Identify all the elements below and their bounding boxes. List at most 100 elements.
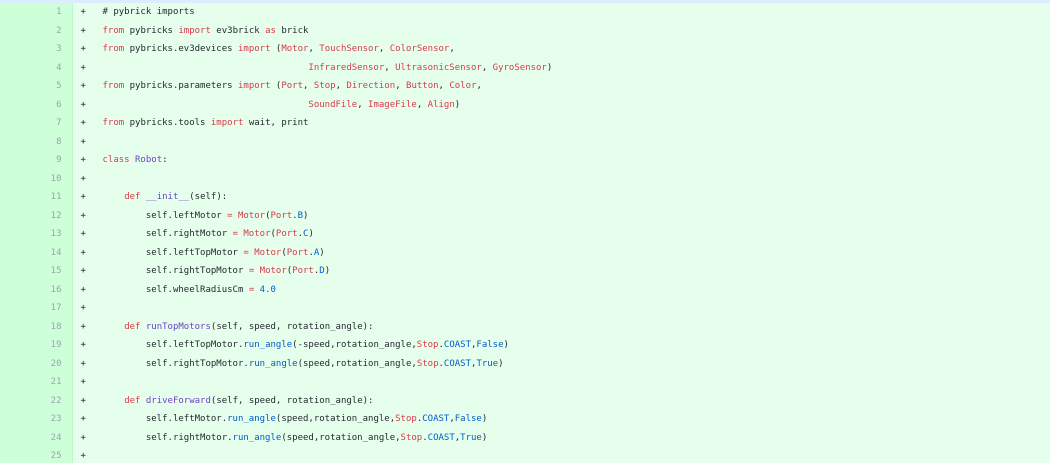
code-token: ,: [481, 62, 493, 73]
diff-line: 11+ def __init__(self):: [0, 188, 1050, 207]
code-token: from: [102, 44, 125, 55]
code-token: ,: [449, 44, 455, 55]
diff-line: 17+: [0, 299, 1050, 318]
code-token: (speed,rotation_angle,: [297, 358, 417, 369]
code-token: run_angle: [227, 414, 276, 425]
code-token: (: [281, 247, 287, 258]
code-token: ): [324, 266, 331, 277]
code-token: A: [313, 247, 320, 258]
line-number[interactable]: 24: [0, 428, 73, 447]
code-token: ): [319, 247, 325, 258]
code-token: (self):: [189, 192, 228, 203]
diff-line: 21+: [0, 373, 1050, 392]
code-token: Port: [281, 81, 304, 92]
code-token: def: [124, 192, 141, 203]
line-number[interactable]: 16: [0, 280, 73, 299]
line-number[interactable]: 1: [0, 3, 73, 22]
code-token: SoundFile: [308, 99, 358, 110]
code-token: Stop: [395, 414, 417, 425]
line-number[interactable]: 18: [0, 317, 73, 336]
addition-marker: +: [80, 247, 86, 258]
code-token: =: [248, 266, 255, 277]
code-token: .: [438, 340, 444, 351]
line-number[interactable]: 5: [0, 77, 73, 96]
code-token: ,: [471, 340, 477, 351]
code-token: ,: [335, 81, 347, 92]
code-token: Button: [406, 81, 439, 92]
line-number[interactable]: 10: [0, 169, 73, 188]
code-token: pybricks: [124, 25, 179, 36]
code-token: # pybrick imports: [102, 7, 195, 18]
code-token: ,: [454, 432, 461, 443]
code-token: ,: [378, 44, 390, 55]
line-number[interactable]: 20: [0, 354, 73, 373]
code-token: self.rightTopMotor: [102, 266, 249, 277]
addition-marker: +: [80, 284, 86, 295]
line-number[interactable]: 19: [0, 336, 73, 355]
diff-line: 2+from pybricks import ev3brick as brick: [0, 21, 1050, 40]
code-token: __init__: [145, 192, 190, 203]
addition-marker: +: [80, 118, 86, 129]
code-token: (: [265, 210, 271, 221]
code-token: GyroSensor: [492, 62, 547, 73]
code-token: .: [297, 229, 304, 240]
diff-body: 1 + # pybrick imports 2+from pybricks impor…: [0, 3, 1050, 463]
line-number[interactable]: 9: [0, 151, 73, 170]
diff-line: 6+ SoundFile, ImageFile, Align): [0, 95, 1050, 114]
code-token: :: [162, 155, 168, 166]
line-number[interactable]: 17: [0, 299, 73, 318]
line-number[interactable]: 23: [0, 410, 73, 429]
line-number[interactable]: 2: [0, 21, 73, 40]
addition-marker: +: [80, 44, 86, 55]
addition-marker: +: [80, 451, 86, 462]
code-token: Stop: [416, 358, 439, 369]
code-line: + self.rightTopMotor = Motor(Port.D): [72, 262, 1050, 281]
code-line: + def __init__(self):: [72, 188, 1050, 207]
code-line: + self.rightMotor.run_angle(speed,rotati…: [72, 428, 1050, 447]
code-token: ): [454, 99, 461, 110]
diff-line: 13+ self.rightMotor = Motor(Port.C): [0, 225, 1050, 244]
code-token: ColorSensor: [389, 44, 450, 55]
diff-line: 12+ self.leftMotor = Motor(Port.B): [0, 206, 1050, 225]
code-line: + self.rightMotor = Motor(Port.C): [72, 225, 1050, 244]
code-token: (: [270, 229, 276, 240]
code-token: ,: [308, 44, 320, 55]
line-number[interactable]: 13: [0, 225, 73, 244]
code-token: Stop: [313, 81, 336, 92]
diff-line: 19+ self.leftTopMotor.run_angle(-speed,r…: [0, 336, 1050, 355]
code-token: D: [319, 266, 325, 277]
line-number[interactable]: 8: [0, 132, 73, 151]
line-number[interactable]: 3: [0, 40, 73, 59]
line-number[interactable]: 12: [0, 206, 73, 225]
code-line: + def runTopMotors(self, speed, rotation…: [72, 317, 1050, 336]
line-number[interactable]: 25: [0, 447, 73, 463]
code-token: (self, speed, rotation_angle):: [210, 395, 374, 406]
line-number[interactable]: 21: [0, 373, 73, 392]
code-token: class: [102, 155, 130, 166]
code-token: True: [476, 358, 499, 369]
line-number[interactable]: 11: [0, 188, 73, 207]
code-token: ): [481, 432, 488, 443]
code-token: ev3brick: [210, 25, 266, 36]
line-number[interactable]: 14: [0, 243, 73, 262]
code-token: Direction: [346, 81, 396, 92]
diff-line: 14+ self.leftTopMotor = Motor(Port.A): [0, 243, 1050, 262]
line-number[interactable]: 6: [0, 95, 73, 114]
line-number[interactable]: 4: [0, 58, 73, 77]
addition-marker: +: [80, 81, 86, 92]
addition-marker: +: [80, 136, 86, 147]
line-number[interactable]: 7: [0, 114, 73, 133]
code-token: TouchSensor: [319, 44, 379, 55]
code-line: + SoundFile, ImageFile, Align): [72, 95, 1050, 114]
code-token: ,: [476, 81, 482, 92]
line-number[interactable]: 15: [0, 262, 73, 281]
code-token: .: [292, 210, 298, 221]
line-number[interactable]: 22: [0, 391, 73, 410]
code-line: + self.leftMotor = Motor(Port.B): [72, 206, 1050, 225]
code-line: +: [72, 132, 1050, 151]
code-token: (: [286, 266, 293, 277]
code-token: [103, 322, 125, 332]
diff-line: 8+: [0, 132, 1050, 151]
code-token: ,: [438, 81, 450, 92]
code-line: + def driveForward(self, speed, rotation…: [72, 391, 1050, 410]
